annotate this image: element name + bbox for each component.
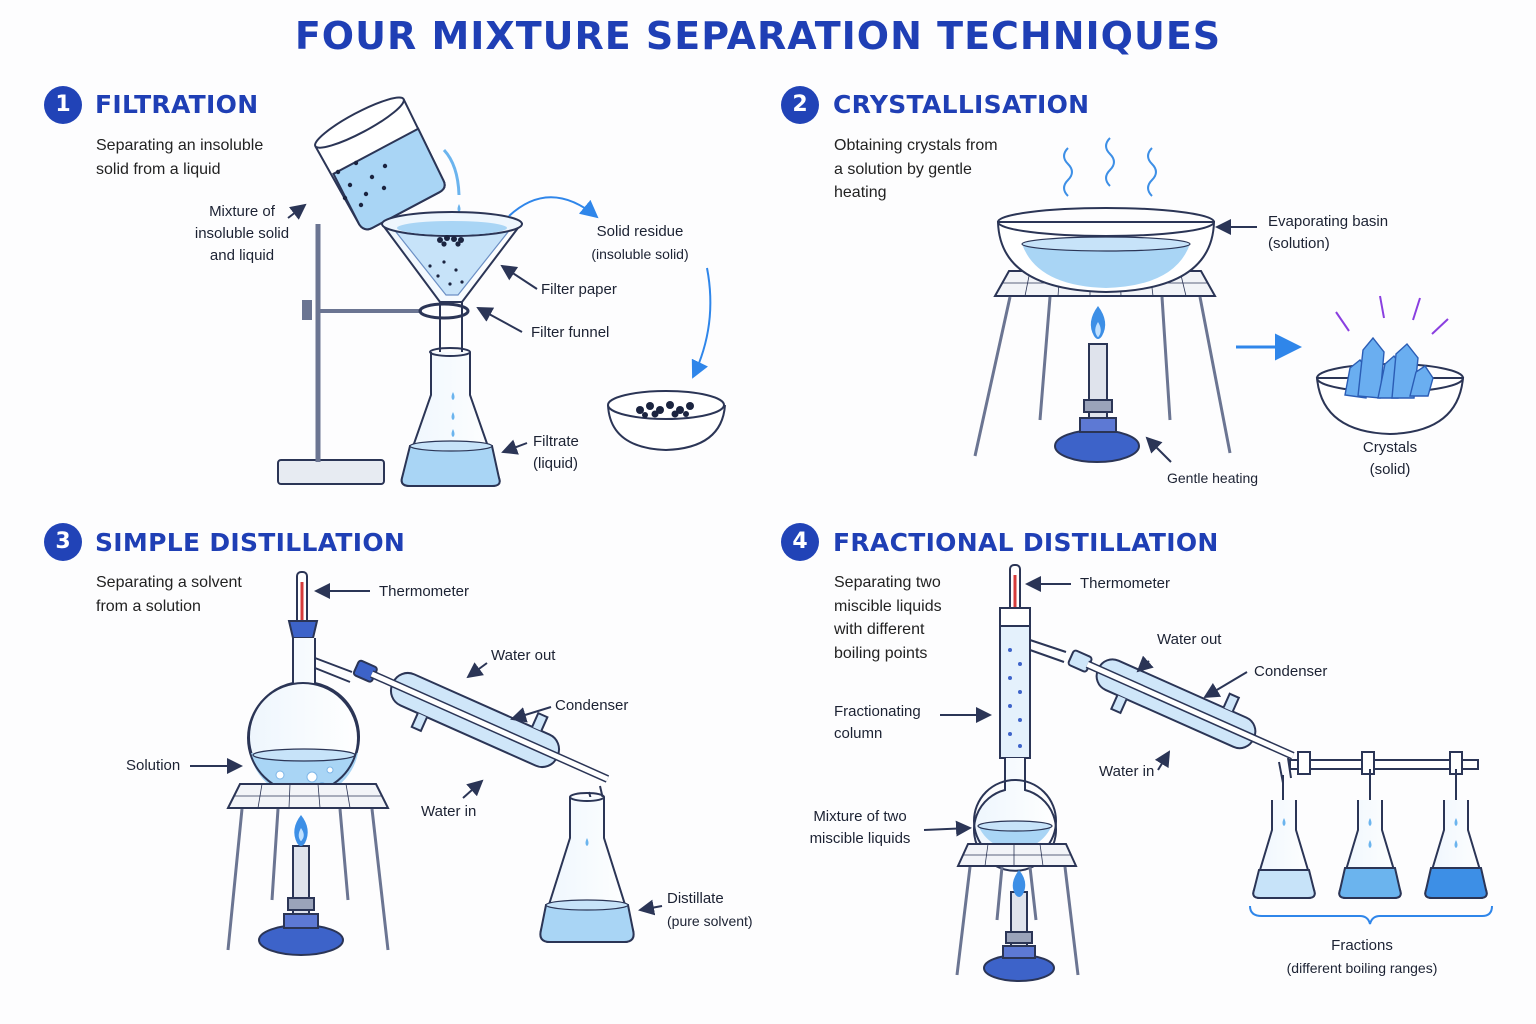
label-fractions: Fractions(different boiling ranges) xyxy=(1286,937,1438,976)
filtration-diagram xyxy=(277,96,726,487)
label-filter-funnel: Filter funnel xyxy=(531,324,610,341)
label-crystals: Crystals(solid) xyxy=(1362,439,1418,478)
label-distillate: Distillate(pure solvent) xyxy=(667,890,753,929)
page-title: FOUR MIXTURE SEPARATION TECHNIQUES xyxy=(294,14,1222,58)
section-number-badge: 4 xyxy=(781,523,819,561)
section-title-fractional-distillation: FRACTIONAL DISTILLATION xyxy=(833,528,1219,557)
label-evaporating-basin: Evaporating basin(solution) xyxy=(1268,213,1389,252)
label-thermometer: Thermometer xyxy=(379,583,470,600)
section-number-badge: 1 xyxy=(44,86,82,124)
section-title-simple-distillation: SIMPLE DISTILLATION xyxy=(95,528,406,557)
label-filtrate: Filtrate(liquid) xyxy=(533,433,579,472)
section-number-badge: 3 xyxy=(44,523,82,561)
label-thermometer: Thermometer xyxy=(1080,575,1171,592)
fractional-distillation-diagram xyxy=(923,564,1493,982)
label-water-out: Water out xyxy=(1157,631,1222,648)
label-condenser: Condenser xyxy=(1254,663,1328,680)
crystallisation-diagram xyxy=(973,137,1465,463)
label-gentle-heating: Gentle heating xyxy=(1167,470,1259,486)
label-solution: Solution xyxy=(126,757,181,774)
label-filter-paper: Filter paper xyxy=(541,281,617,298)
label-condenser: Condenser xyxy=(555,697,629,714)
label-water-out: Water out xyxy=(491,647,556,664)
label-solid-residue: Solid residue(insoluble solid) xyxy=(591,223,689,262)
label-water-in: Water in xyxy=(1099,763,1155,780)
section-title-filtration: FILTRATION xyxy=(95,90,259,119)
simple-distillation-diagram xyxy=(190,571,663,956)
section-title-crystallisation: CRYSTALLISATION xyxy=(833,90,1090,119)
label-water-in: Water in xyxy=(421,803,477,820)
section-number-badge: 2 xyxy=(781,86,819,124)
